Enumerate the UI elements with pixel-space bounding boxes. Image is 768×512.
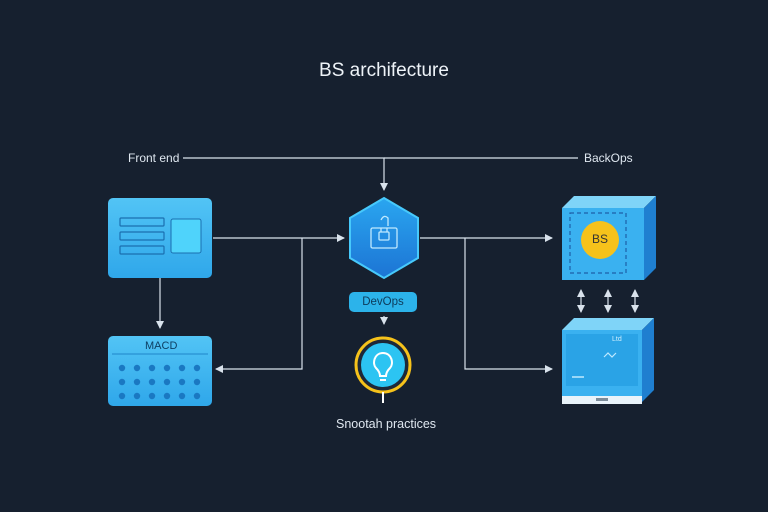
line-hex-to-macd	[215, 238, 303, 373]
lock-screen-icon	[370, 215, 398, 249]
macd-box	[108, 336, 212, 406]
devops-label: DevOps	[362, 296, 404, 308]
lightbulb-node	[354, 336, 412, 403]
frontend-box	[108, 198, 212, 278]
macd-label: MACD	[145, 340, 178, 352]
frontend-label: Front end	[128, 151, 180, 165]
diagram-title: BS archifecture	[319, 60, 449, 81]
lightbulb-icon	[373, 351, 393, 381]
line-frontend-top	[183, 157, 388, 191]
macd-grid-dots	[118, 364, 201, 400]
connectors	[156, 157, 639, 373]
hex-node	[349, 196, 419, 280]
bs-cube	[562, 196, 656, 280]
server-box	[562, 318, 654, 404]
bs-badge-label: BS	[591, 232, 608, 246]
server-tag: Ltd	[612, 336, 622, 343]
backops-label: BackOps	[584, 151, 633, 165]
practices-label: Snootah practices	[336, 417, 437, 431]
line-hex-to-server	[464, 238, 553, 373]
devops-badge: DevOps	[349, 292, 417, 312]
